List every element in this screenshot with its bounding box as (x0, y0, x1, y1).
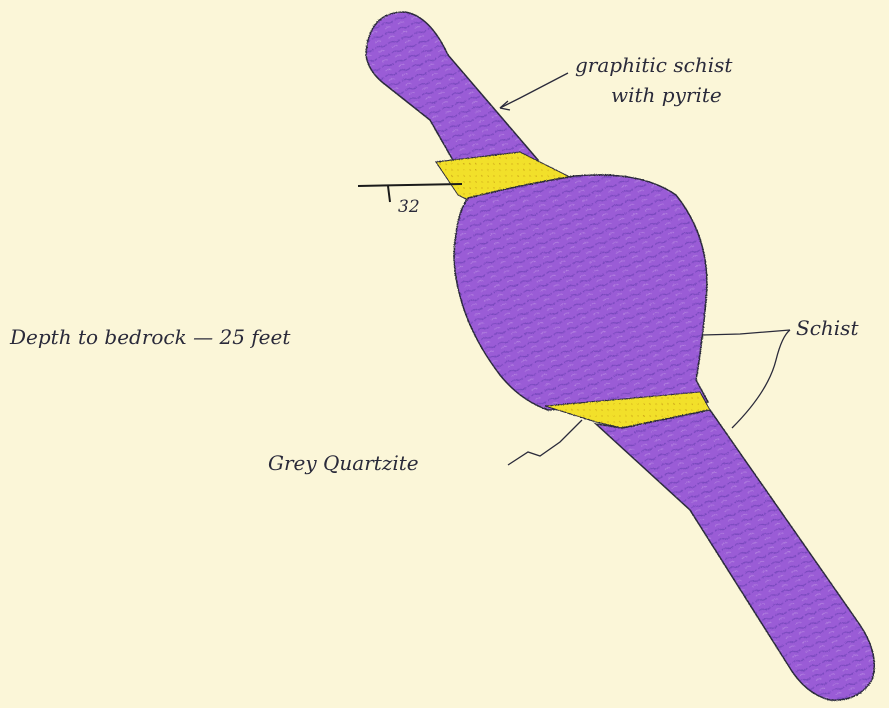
quartzite-leader-line (508, 420, 582, 465)
schist-label: Schist (796, 316, 859, 340)
grey-quartzite-label: Grey Quartzite (268, 451, 419, 475)
schist-leader-line-2 (732, 330, 790, 428)
graphitic-leader-line (500, 73, 568, 108)
depth-to-bedrock-label: Depth to bedrock — 25 feet (9, 325, 291, 349)
lower-schist-band (596, 410, 874, 700)
strike-dip-label: 32 (398, 197, 420, 217)
with-pyrite-label: with pyrite (611, 83, 722, 107)
central-schist-body (454, 175, 708, 410)
schist-leader-line-1 (702, 330, 790, 335)
graphitic-schist-label: graphitic schist (575, 53, 733, 77)
